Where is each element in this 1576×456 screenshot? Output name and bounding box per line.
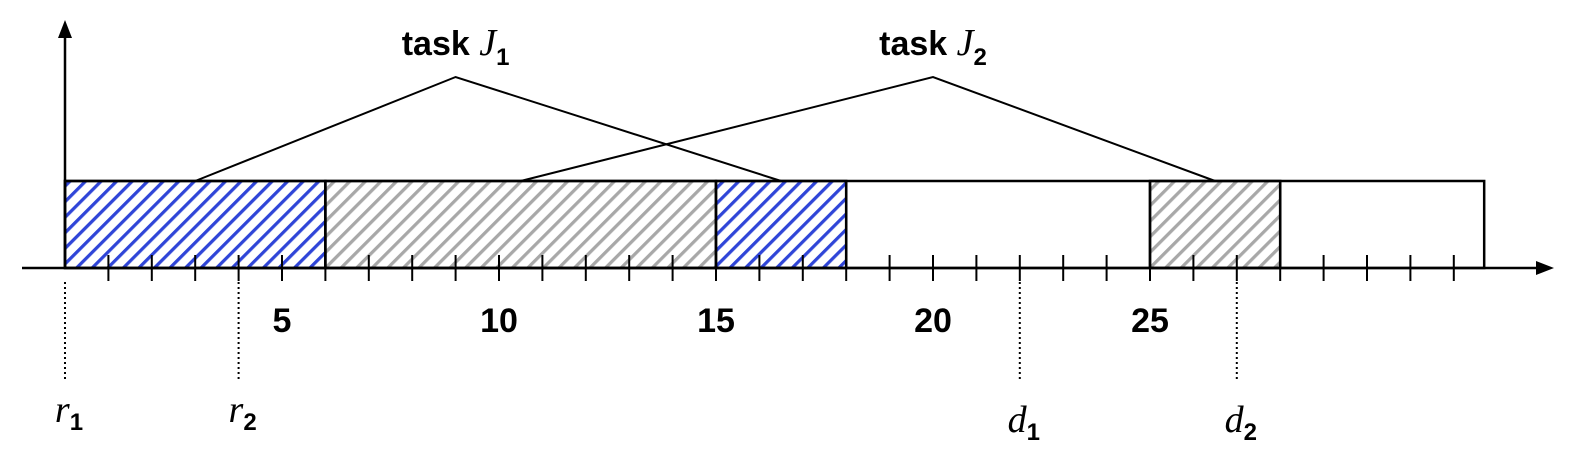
tick-label: 20 [914,302,952,340]
release-r1-label: r1 [55,389,83,436]
tick-label: 15 [697,302,735,340]
schedule-segments [63,179,1486,270]
task-j2-label: task J2 [879,22,987,71]
deadline-d1-label: d1 [1008,399,1040,446]
segment-j1 [63,179,327,270]
segment-j1 [714,179,848,270]
tick-label: 5 [273,302,292,340]
deadline-d2-label: d2 [1225,399,1257,446]
time-tick-labels: 5 10 15 20 25 [273,302,1169,340]
y-axis-arrowhead [58,20,72,38]
task-j1-label: task J1 [402,22,510,71]
time-ticks [107,255,1455,281]
task-span-lines [194,75,1216,182]
release-deadline-markers [64,282,1238,382]
time-axis-arrowhead [1536,261,1554,275]
segment-j2 [1148,179,1282,270]
tick-label: 25 [1131,302,1169,340]
segment-j2 [324,179,718,270]
tick-label: 10 [480,302,518,340]
task-j1-span [194,75,782,182]
release-r2-label: r2 [229,389,257,436]
task-j2-span [520,75,1216,182]
